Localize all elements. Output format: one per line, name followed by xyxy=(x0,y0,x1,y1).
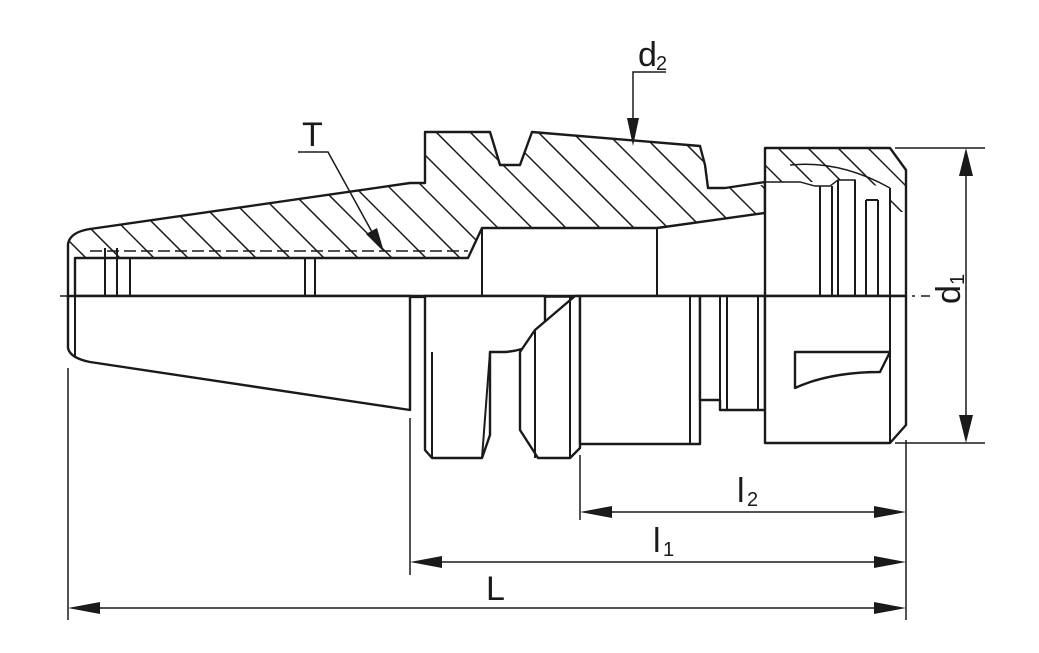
collet-nut-upper xyxy=(763,146,908,298)
hatch-line xyxy=(0,120,60,300)
label-l2-index: 2 xyxy=(747,489,758,511)
hatch-line xyxy=(809,148,906,212)
dimensions xyxy=(67,71,985,620)
hatch-line xyxy=(899,148,906,212)
label-d2-index: 2 xyxy=(656,53,667,75)
upper-section-half xyxy=(0,120,908,300)
label-d1-index: 1 xyxy=(947,274,969,285)
lower-outside-view xyxy=(66,294,908,460)
label-l1: l xyxy=(653,522,661,560)
nut-slot xyxy=(793,350,892,390)
taper-outside xyxy=(66,294,412,412)
label-L: L xyxy=(486,570,505,608)
neck-outside xyxy=(698,294,767,412)
label-l2: l xyxy=(737,472,745,510)
label-d1: d xyxy=(930,285,968,304)
label-l1-index: 1 xyxy=(663,539,674,561)
d2-leader xyxy=(632,71,666,120)
label-d2: d xyxy=(638,36,657,74)
label-T: T xyxy=(302,116,323,154)
T-leader xyxy=(298,151,373,233)
shank-outside xyxy=(578,294,702,446)
hatch-line xyxy=(839,148,906,212)
